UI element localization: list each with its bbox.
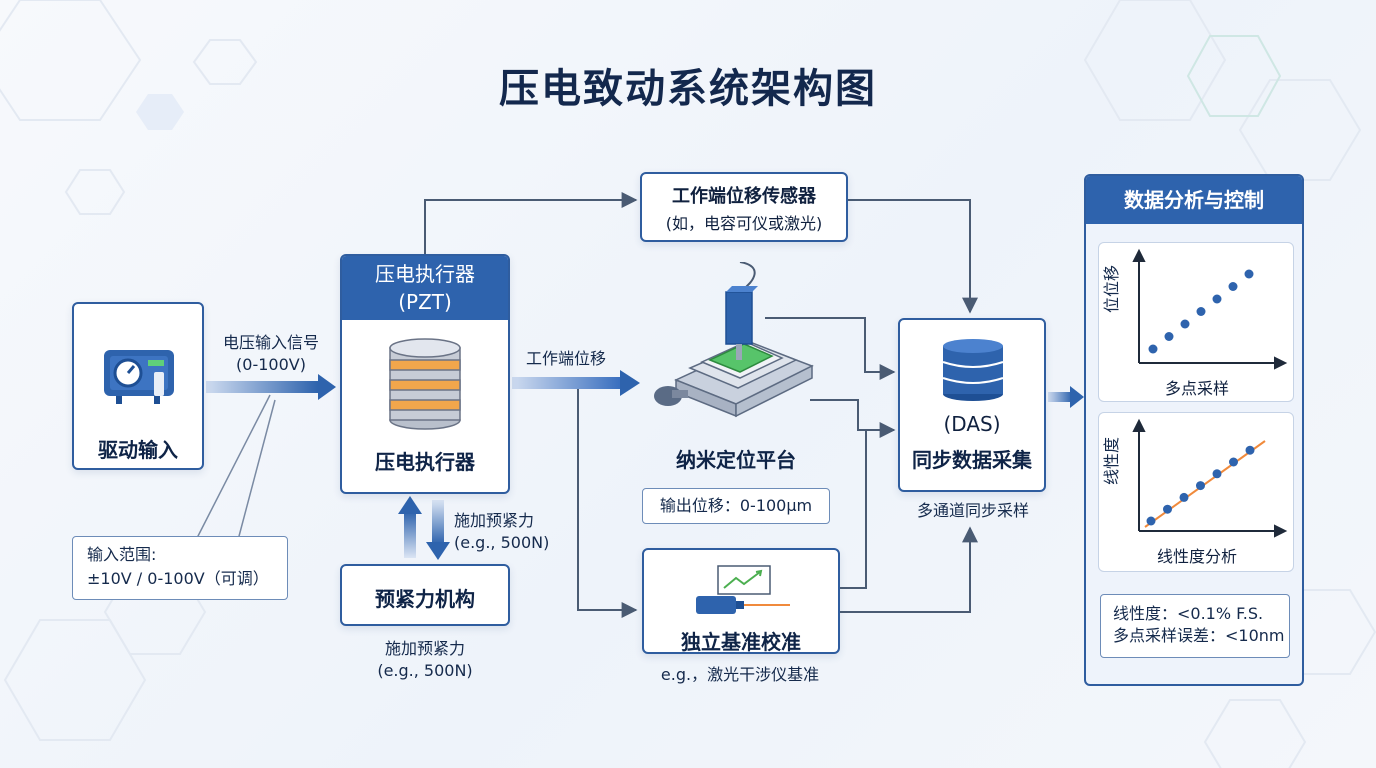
voltage-signal-line1: 电压输入信号 <box>222 333 319 352</box>
sampling-chart-plot: 位位移 <box>1102 248 1288 370</box>
work-end-label: 工作端位移 <box>526 349 607 368</box>
sample-point <box>1229 457 1238 467</box>
linearity-chart: 线性度 线性度分析 <box>1098 412 1294 572</box>
das-note: 多通道同步采样 <box>916 501 1029 520</box>
metrics-note: 线性度：<0.1% F.S. 多点采样误差：<10nm <box>1100 594 1290 658</box>
sample-point <box>1212 469 1222 479</box>
sample-point <box>1148 344 1158 354</box>
das-line2: 同步数据采集 <box>912 448 1032 472</box>
pzt-header: 压电执行器 (PZT) <box>342 256 508 320</box>
das-card[interactable]: (DAS) 同步数据采集 <box>898 318 1046 492</box>
database-icon <box>942 339 1004 401</box>
voltage-signal-line2: (0-100V) <box>236 355 306 374</box>
preload-side-line2: (e.g., 500N) <box>454 533 550 552</box>
driver-input-label: 驱动输入 <box>98 438 178 462</box>
input-range-label: 输入范围: <box>87 545 157 564</box>
linearity-metric: 线性度：<0.1% F.S. <box>1113 604 1264 623</box>
analysis-panel: 数据分析与控制 位位移 多点采样 线性度 线性度分析 <box>1084 174 1304 686</box>
sample-point <box>1245 445 1255 455</box>
analysis-title: 数据分析与控制 <box>1086 176 1302 224</box>
preload-label: 预紧力机构 <box>375 587 475 611</box>
sample-point <box>1196 307 1206 316</box>
sampling-chart: 位位移 多点采样 <box>1098 242 1294 402</box>
sample-point <box>1212 294 1222 304</box>
preload-below-label: 施加预紧力 (e.g., 500N) <box>350 638 500 682</box>
sample-point <box>1196 481 1205 491</box>
sample-point <box>1146 516 1156 526</box>
displacement-sensor-card[interactable]: 工作端位移传感器 (如，电容可仪或激光) <box>640 172 848 242</box>
preload-below-line1: 施加预紧力 <box>384 639 465 658</box>
stage-output-note: 输出位移：0-100μm <box>642 488 830 524</box>
laser-interferometer-icon <box>696 565 790 614</box>
pzt-actuator-card[interactable]: 压电执行器 (PZT) 压电执行器 <box>340 254 510 494</box>
input-range-value: ±10V / 0-100V（可调） <box>87 569 269 588</box>
linearity-chart-xlabel: 线性度分析 <box>1156 547 1237 566</box>
sample-point <box>1163 504 1172 514</box>
sample-point <box>1228 282 1238 291</box>
sample-point <box>1180 319 1190 329</box>
das-line1: (DAS) <box>943 412 1001 436</box>
sample-point <box>1164 332 1174 341</box>
driver-input-card[interactable]: 驱动输入 <box>72 302 204 470</box>
sampling-chart-ylabel: 位位移 <box>1102 265 1121 313</box>
sample-point <box>1179 492 1189 502</box>
sensor-subtitle: (如，电容可仪或激光) <box>665 214 823 233</box>
preload-side-line1: 施加预紧力 <box>454 511 535 530</box>
power-supply-icon <box>104 350 174 404</box>
preload-mechanism-card[interactable]: 预紧力机构 <box>340 564 510 626</box>
calibration-note: e.g.，激光干涉仪基准 <box>660 665 820 684</box>
pzt-header-line1: 压电执行器 <box>375 262 475 286</box>
sampling-chart-xlabel: 多点采样 <box>1164 379 1229 398</box>
sensor-title: 工作端位移传感器 <box>672 186 816 207</box>
nanopositioning-stage-icon <box>654 262 814 418</box>
pzt-header-line2: (PZT) <box>398 290 452 314</box>
pzt-label: 压电执行器 <box>375 450 475 474</box>
calibration-card[interactable]: 独立基准校准 <box>642 548 840 654</box>
sampling-error-metric: 多点采样误差：<10nm <box>1113 626 1285 645</box>
preload-below-line2: (e.g., 500N) <box>377 661 473 680</box>
piezo-stack-icon <box>389 338 461 430</box>
input-range-note: 输入范围: ±10V / 0-100V（可调） <box>72 536 288 600</box>
preload-side-label: 施加预紧力 (e.g., 500N) <box>454 510 549 554</box>
calibration-label: 独立基准校准 <box>681 630 801 654</box>
voltage-signal-label: 电压输入信号 (0-100V) <box>212 332 330 376</box>
stage-label: 纳米定位平台 <box>676 448 796 472</box>
linearity-chart-plot: 线性度 <box>1102 418 1288 538</box>
linearity-chart-ylabel: 线性度 <box>1102 437 1121 485</box>
page-title: 压电致动系统架构图 <box>499 66 877 112</box>
sample-point <box>1244 269 1254 279</box>
